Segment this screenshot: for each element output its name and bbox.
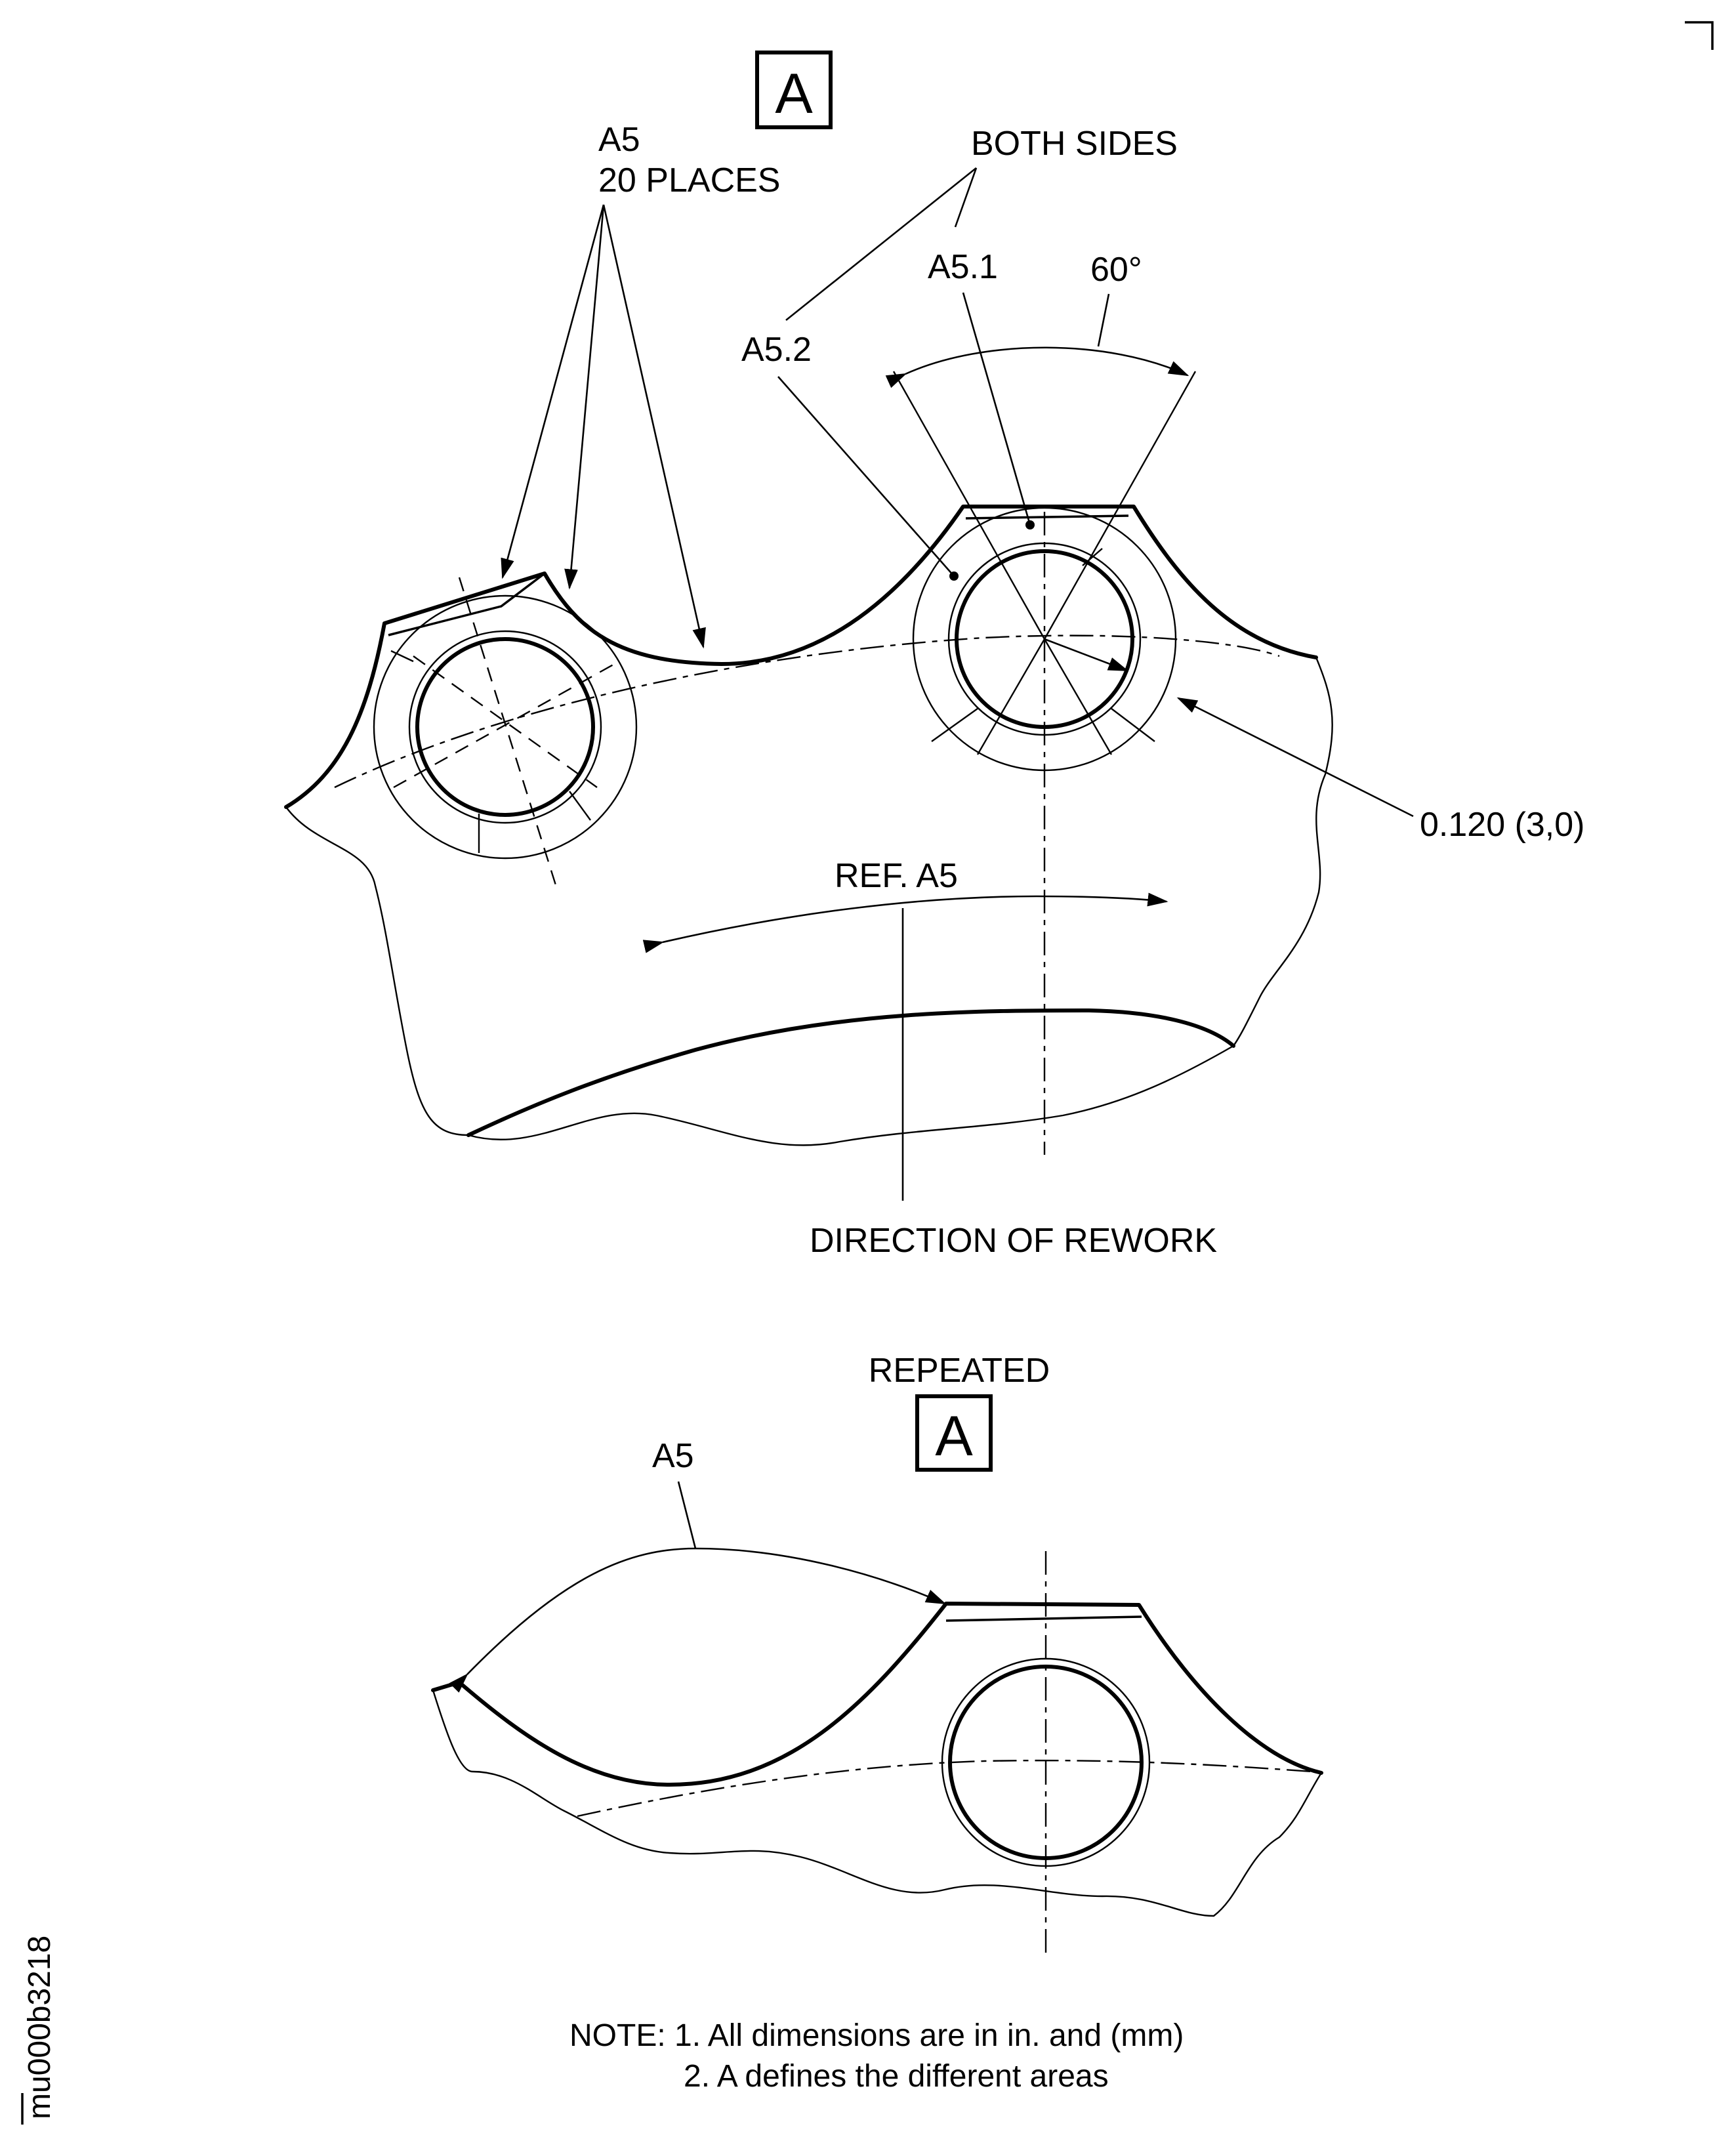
callout-a5-places: 20 PLACES [598, 161, 781, 199]
label-direction: DIRECTION OF REWORK [810, 1222, 1217, 1260]
view-a-box-label: A [775, 62, 813, 125]
repeated-leader-a5 [677, 1481, 697, 1549]
repeated-pitch-line [577, 1759, 1313, 1817]
part-break-bottom [468, 1045, 1234, 1146]
leader-a5-1 [501, 204, 605, 579]
repeated-box [915, 1394, 993, 1472]
note-line-1: NOTE: 1. All dimensions are in in. and (… [569, 2018, 1184, 2053]
leader-a5-2-area [777, 376, 955, 577]
label-ref-a5: REF. A5 [835, 857, 958, 895]
repeated-flat [945, 1615, 1142, 1622]
repeated-a5-arc [449, 1547, 947, 1693]
leader-a5-2 [564, 204, 605, 590]
note-line-2: 2. A defines the different areas [684, 2059, 1109, 2094]
figure-id: mu000b3218 [22, 1936, 57, 2119]
repeated-break-bottom [432, 1690, 1323, 1917]
leader-angle [1097, 293, 1110, 347]
angle-arc [885, 346, 1189, 388]
callout-a5: A5 [598, 121, 640, 159]
label-a5-1: A5.1 [928, 248, 998, 286]
label-both-sides: BOTH SIDES [971, 125, 1178, 163]
view-a: A [284, 51, 1585, 1260]
label-angle: 60° [1090, 251, 1142, 289]
part-break-right [1233, 657, 1333, 1047]
repeated-outline-top [431, 1602, 1323, 1787]
repeated-title: REPEATED [869, 1352, 1050, 1390]
right-hole [892, 371, 1197, 1155]
repeated-hole [941, 1551, 1151, 1955]
direction-arrow [642, 892, 1168, 953]
leader-a5-3 [602, 204, 706, 649]
leader-both-sides-2 [954, 167, 978, 228]
leader-both-sides-1 [785, 167, 977, 322]
label-dimension: 0.120 (3,0) [1420, 806, 1585, 844]
part-break-left [285, 806, 469, 1136]
repeated-label-a5: A5 [652, 1437, 694, 1475]
leader-dimension [1176, 697, 1414, 818]
label-a5-2: A5.2 [741, 331, 812, 369]
tooth-flat-right [965, 514, 1129, 520]
part-lower-edge [466, 1008, 1235, 1137]
view-repeated: REPEATED A A5 [431, 1352, 1323, 1955]
left-hole [373, 577, 638, 888]
part-outline-top [284, 505, 1318, 809]
repeated-box-label: A [935, 1405, 973, 1468]
pitch-line [334, 634, 1280, 789]
view-a-box [755, 51, 833, 129]
tooth-chamfer-left [388, 572, 546, 636]
leader-a5-1-area [962, 292, 1031, 526]
corner-mark-top-right [1685, 21, 1714, 50]
